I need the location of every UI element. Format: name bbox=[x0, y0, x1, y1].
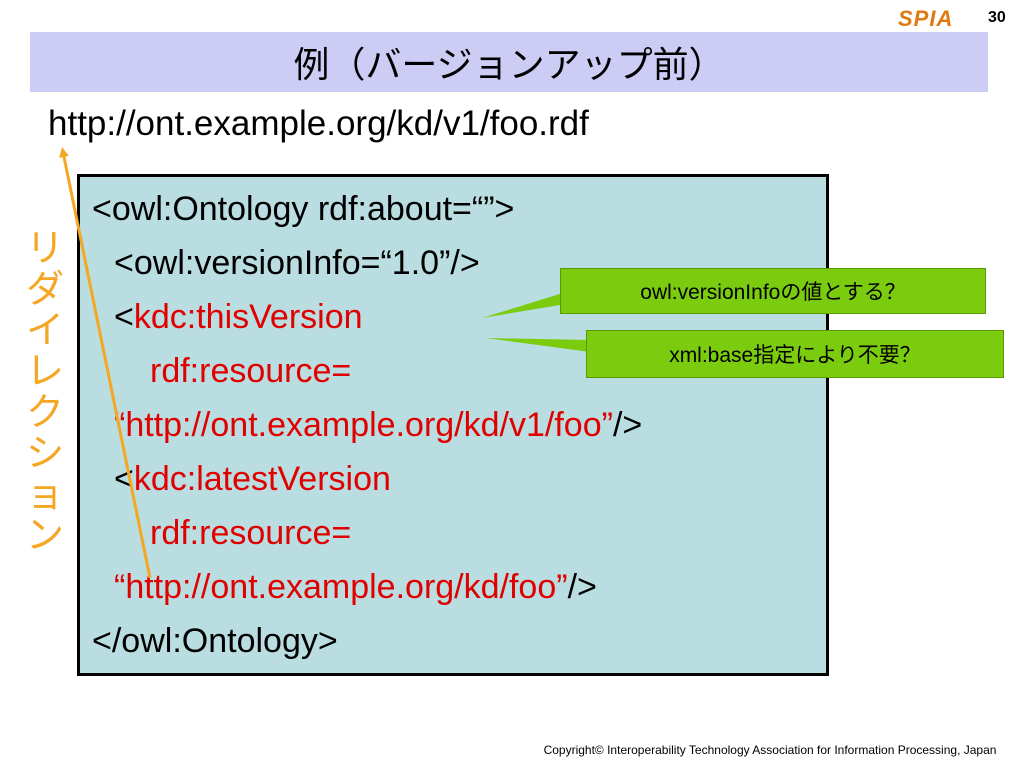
code-close: /> bbox=[612, 406, 643, 444]
code-line-resource-value-1: “http://ont.example.org/kd/v1/foo”/> bbox=[114, 406, 642, 445]
code-line-ontology-close: </owl:Ontology> bbox=[92, 622, 338, 660]
slide-title: 例（バージョンアップ前） bbox=[293, 45, 725, 86]
code-line-version-info: <owl:versionInfo=“1.0”/> bbox=[114, 244, 480, 282]
code-box bbox=[77, 174, 829, 676]
code-value-v1: “http://ont.example.org/kd/v1/foo” bbox=[114, 406, 613, 444]
code-close: /> bbox=[567, 568, 597, 606]
code-line-resource-attr-1: rdf:resource= bbox=[150, 352, 352, 390]
document-url: http://ont.example.org/kd/v1/foo.rdf bbox=[48, 104, 589, 143]
code-bracket: < bbox=[114, 298, 134, 336]
spia-logo: SPIA bbox=[898, 6, 954, 31]
redirection-arrow bbox=[59, 147, 152, 579]
code-line-latest-version: <kdc:latestVersion bbox=[114, 460, 391, 499]
callout-pointer-1 bbox=[482, 292, 566, 318]
callout-xml-base: xml:base指定により不要？ bbox=[586, 330, 1004, 378]
copyright-footer: Copyright© Interoperability Technology A… bbox=[543, 743, 997, 757]
title-bar: 例（バージョンアップ前） bbox=[30, 32, 988, 92]
code-value-latest: “http://ont.example.org/kd/foo” bbox=[114, 568, 568, 606]
code-line-resource-value-2: “http://ont.example.org/kd/foo”/> bbox=[114, 568, 597, 607]
code-tag-latest-version: kdc:latestVersion bbox=[133, 460, 391, 498]
code-line-ontology-open: <owl:Ontology rdf:about=“”> bbox=[92, 190, 515, 228]
code-tag-this-version: kdc:thisVersion bbox=[133, 298, 363, 336]
redirection-label: リダイレクション bbox=[25, 226, 64, 557]
code-line-this-version: <kdc:thisVersion bbox=[114, 298, 363, 337]
page-number: 30 bbox=[988, 9, 1006, 26]
code-line-resource-attr-2: rdf:resource= bbox=[150, 514, 352, 552]
callout-version-info: owl:versionInfoの値とする？ bbox=[560, 268, 986, 314]
callout-pointer-2 bbox=[486, 338, 590, 352]
